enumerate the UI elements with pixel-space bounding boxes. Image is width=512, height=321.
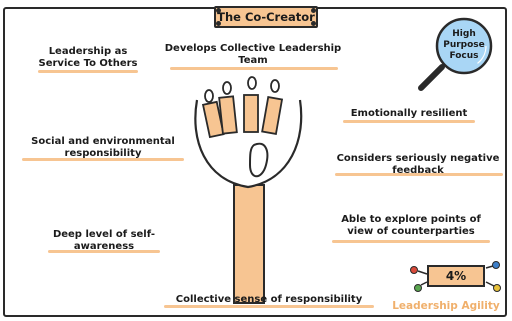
underline xyxy=(170,67,338,70)
decorative-dots xyxy=(410,261,501,292)
title-pin-top-left xyxy=(216,8,221,13)
underline xyxy=(343,120,475,123)
leadership-agility-caption: Leadership Agility xyxy=(392,300,500,312)
high-purpose-focus-label: High Purpose Focus xyxy=(443,29,485,61)
title-pin-bottom-left xyxy=(216,21,221,26)
underline xyxy=(335,173,503,176)
emotionally-resilient-label: Emotionally resilient xyxy=(350,108,468,119)
negative-feedback-label: Considers seriously negative feedback xyxy=(336,153,500,176)
underline xyxy=(332,240,490,243)
collective-team-label: Develops Collective Leadership Team xyxy=(164,43,342,66)
diagram-title: The Co-Creator xyxy=(214,6,318,28)
underline xyxy=(48,250,160,253)
magnifier-icon xyxy=(418,17,493,91)
underline xyxy=(22,158,184,161)
title-pin-bottom-right xyxy=(311,21,316,26)
counterparties-label: Able to explore points of view of counte… xyxy=(341,214,481,237)
agility-percentage: 4% xyxy=(427,265,485,287)
hand-illustration xyxy=(194,76,303,304)
collective-sense-label: Collective sense of responsibility xyxy=(175,294,363,305)
underline xyxy=(38,70,138,73)
social-environmental-label: Social and environmental responsibility xyxy=(31,136,175,159)
self-awareness-label: Deep level of self- awareness xyxy=(52,229,156,252)
leadership-service-label: Leadership as Service To Others xyxy=(38,46,138,69)
title-pin-top-right xyxy=(311,8,316,13)
underline xyxy=(164,305,374,308)
